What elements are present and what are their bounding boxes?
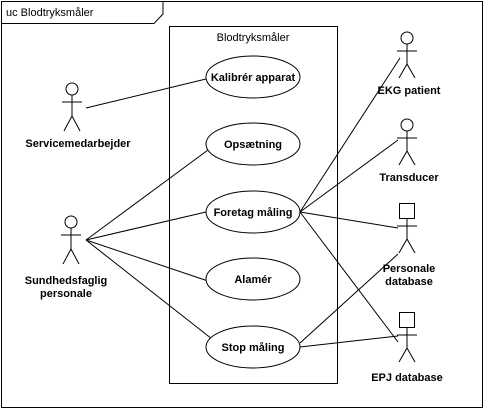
assoc-stop-personale [299,253,399,344]
actor-label-line1: Personale [383,263,436,275]
actor-ekg-patient[interactable]: EKG patient [378,31,441,97]
use-case-alarmer[interactable]: Alamér [205,257,301,301]
use-case-kalibrer-apparat[interactable]: Kalibrér apparat [205,55,301,99]
assoc-foretag-ekg [299,57,401,213]
assoc-sundhed-stop [85,239,213,340]
frame-title: uc Blodtryksmåler [6,7,94,19]
actor-sundhedsfaglig-personale[interactable]: Sundhedsfaglig personale [25,215,108,300]
assoc-stop-epj [299,335,399,348]
actor-servicemedarbejder[interactable]: Servicemedarbejder [25,82,131,150]
assoc-service-kalibrer [85,78,207,109]
actor-label: Transducer [379,172,439,184]
actor-label-line2: personale [40,288,92,300]
system-actor-icon [397,203,417,254]
assoc-sundhed-opsaetning [85,149,209,241]
assoc-foretag-epj [299,211,399,343]
actor-label: Servicemedarbejder [25,138,131,150]
use-case-foretag-maling[interactable]: Foretag måling [205,190,301,234]
frame-title-tab [1,1,164,24]
actor-label-line2: database [385,276,433,288]
stick-figure-icon [397,118,417,166]
stick-figure-icon [397,31,417,79]
system-title: Blodtryksmåler [217,32,290,44]
use-case-stop-maling[interactable]: Stop måling [205,325,301,369]
assoc-foretag-personale [299,211,399,229]
use-case-label: Foretag måling [214,207,293,219]
associations [85,57,401,348]
actor-personale-database[interactable]: Personale database [383,203,436,289]
use-case-opsaetning[interactable]: Opsætning [205,122,301,166]
actor-label: EPJ database [371,372,443,384]
actor-transducer[interactable]: Transducer [379,118,439,184]
system-actor-icon [397,312,417,363]
assoc-sundhed-foretag [85,211,207,241]
use-case-label: Alamér [234,274,272,286]
assoc-sundhed-alarmer [85,239,209,282]
system-boundary [169,26,338,384]
stick-figure-icon [62,82,82,132]
stick-figure-icon [61,215,81,265]
actor-label-line1: Sundhedsfaglig [25,275,108,287]
actor-epj-database[interactable]: EPJ database [371,312,443,385]
actor-label: EKG patient [378,85,441,97]
use-case-label: Kalibrér apparat [211,72,296,84]
assoc-foretag-transducer [299,139,399,213]
use-case-label: Opsætning [224,139,282,151]
use-case-label: Stop måling [222,342,285,354]
